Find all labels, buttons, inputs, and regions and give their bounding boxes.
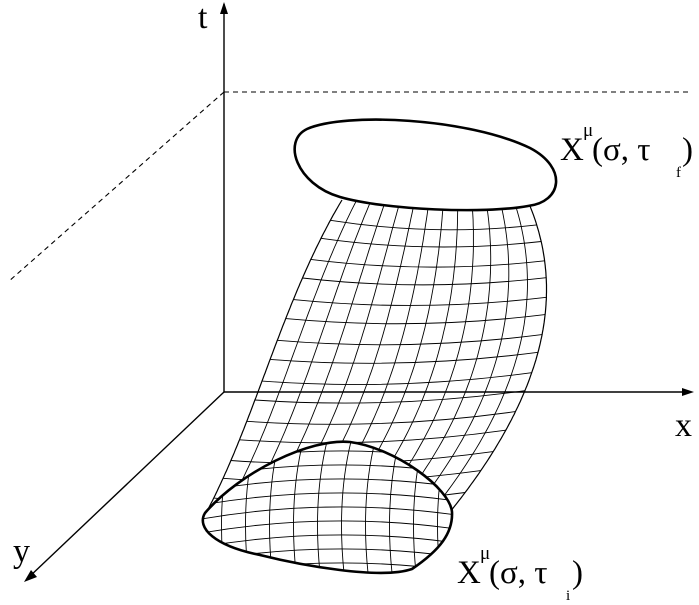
t-axis-arrowhead	[220, 2, 228, 14]
initial-label-x: X	[457, 555, 481, 591]
x-axis-arrowhead	[682, 388, 694, 396]
initial-label-args: (σ, τ	[489, 555, 548, 591]
tau-grid-line	[302, 277, 547, 286]
patch-grid-line	[202, 506, 453, 522]
tau-grid-line	[277, 334, 543, 346]
final-label-close: )	[682, 132, 693, 168]
tau-grid-line	[285, 314, 546, 325]
axes	[24, 2, 694, 582]
tau-grid-line	[320, 237, 542, 248]
final-label-x: X	[560, 132, 584, 168]
tau-grid-line	[270, 351, 539, 364]
final-label-args: (σ, τ	[592, 132, 651, 168]
y-axis-label: y	[13, 533, 30, 570]
dashed-diagonal-line	[7, 91, 225, 283]
x-axis-label: x	[675, 407, 692, 444]
tau-grid-line	[254, 390, 525, 404]
final-label-subscript: f	[676, 165, 681, 181]
initial-label-subscript: i	[566, 588, 570, 604]
t-axis-label: t	[198, 0, 208, 36]
y-axis	[27, 391, 225, 579]
patch-grid-line	[202, 534, 453, 550]
final-state-label: X μ (σ, τ f )	[560, 120, 693, 181]
sigma-grid-line	[430, 205, 528, 513]
patch-grid-line	[202, 492, 453, 508]
y-axis-arrowhead	[24, 570, 37, 582]
tau-grid-line	[330, 219, 537, 231]
sigma-grid-line	[223, 200, 357, 516]
tau-grid-line	[293, 296, 547, 306]
initial-label-close: )	[572, 555, 583, 591]
final-label-mu: μ	[583, 120, 593, 141]
patch-grid-line	[202, 520, 453, 536]
initial-state-label: X μ (σ, τ i )	[457, 543, 583, 604]
sigma-grid-line	[411, 205, 510, 513]
tau-grid-line	[239, 429, 506, 444]
sigma-grid-line	[393, 204, 492, 513]
tau-grid-line	[261, 372, 532, 385]
tau-grid-line	[246, 411, 516, 425]
final-string-loop	[293, 118, 558, 212]
patch-grid-line	[341, 441, 355, 573]
initial-label-mu: μ	[480, 543, 490, 564]
tau-grid-line	[310, 258, 545, 268]
